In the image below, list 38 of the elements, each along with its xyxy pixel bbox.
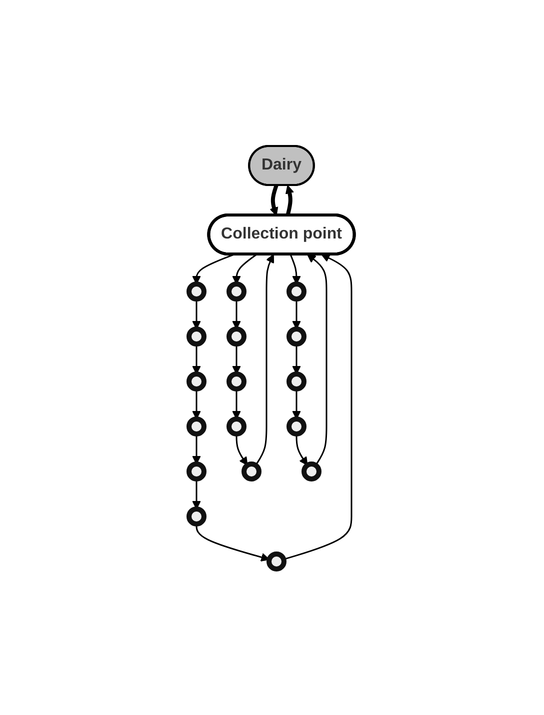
node-circle: [286, 326, 307, 346]
arrow: [236, 434, 248, 466]
node-circle: [226, 372, 247, 392]
node-circle: [226, 416, 247, 436]
node-circle: [186, 282, 207, 302]
arrow: [292, 299, 302, 330]
node-circle: [186, 462, 207, 482]
arrow: [270, 184, 279, 216]
arrow: [192, 389, 202, 420]
node-circle: [186, 506, 207, 526]
arrow: [192, 434, 202, 464]
arrow: [192, 299, 202, 330]
node-circle: [226, 282, 247, 302]
node-circle: [286, 282, 307, 302]
arrow: [192, 254, 235, 284]
node-circle: [242, 462, 262, 482]
arrow: [232, 389, 242, 420]
arrow: [255, 254, 274, 466]
node-circle: [186, 416, 207, 436]
arrow: [290, 254, 302, 284]
arrow: [196, 524, 270, 562]
arrow: [292, 389, 302, 420]
arrow: [307, 254, 328, 466]
node-circle: [186, 372, 207, 392]
node-circle: [186, 326, 207, 346]
node-circle: [302, 462, 322, 482]
arrow: [296, 434, 308, 466]
node-circle: [286, 416, 307, 436]
arrow: [192, 479, 202, 510]
node-circle: [266, 551, 287, 572]
arrow: [292, 344, 302, 374]
node-circle: [286, 372, 307, 392]
arrow: [232, 254, 258, 284]
arrow: [286, 185, 294, 216]
node-circle: [226, 326, 247, 346]
arrow: [192, 344, 202, 374]
arrow: [232, 344, 242, 374]
arrow: [232, 299, 242, 330]
